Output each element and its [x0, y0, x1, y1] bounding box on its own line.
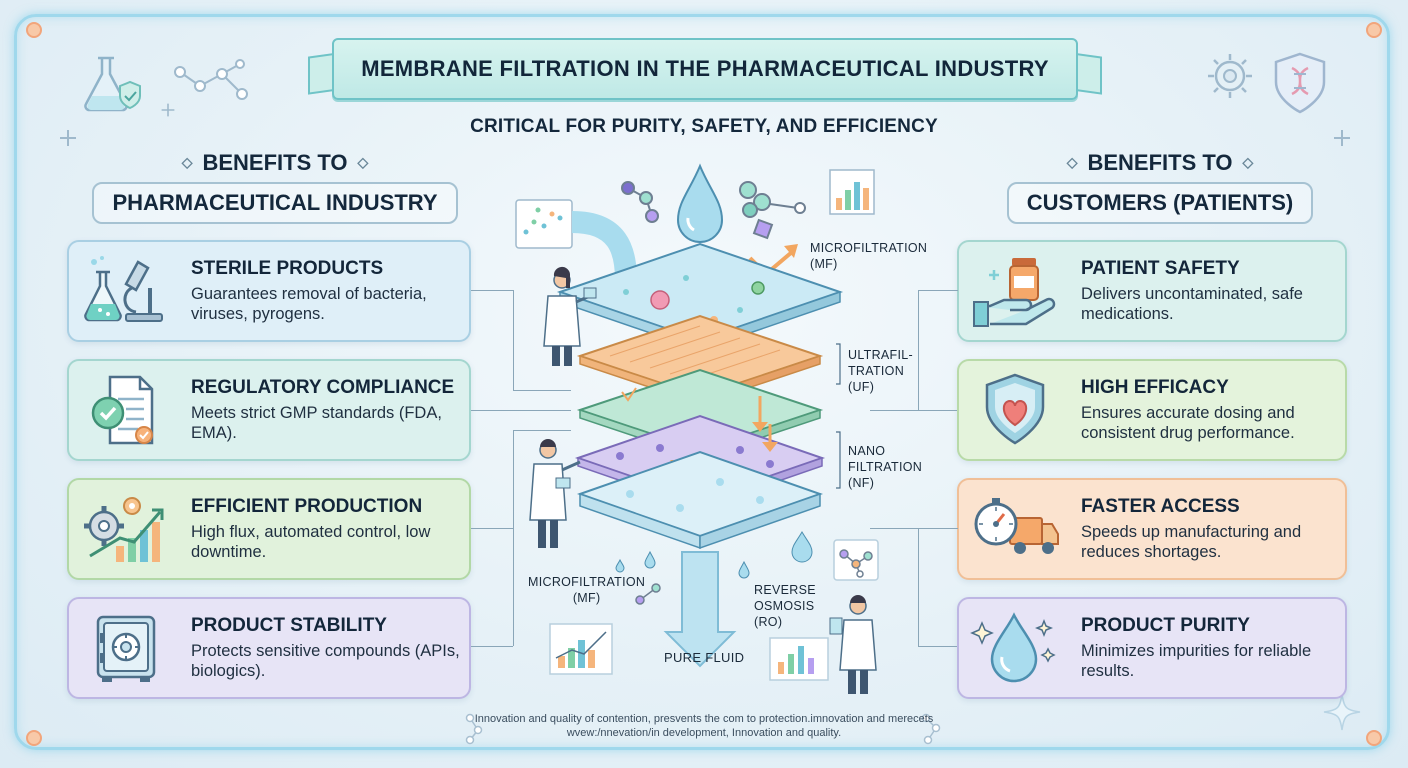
scientist-figure-middle: [529, 439, 581, 548]
diamond-ornament-icon: ◇: [181, 154, 193, 170]
lab-flask-microscope-icon: [79, 251, 171, 331]
card-efficient-production: EFFICIENT PRODUCTION High flux, automate…: [67, 478, 471, 580]
molecule-icon-top-left: [174, 59, 248, 100]
connector-line: [918, 646, 957, 647]
document-checkmark-icon: [79, 370, 171, 450]
virus-gear-icon: [1208, 54, 1252, 98]
label-nanofiltration: NANO FILTRATION (NF): [848, 444, 923, 490]
right-header-line1: BENEFITS TO: [1087, 150, 1233, 175]
card-description: Delivers uncontaminated, safe medication…: [1081, 285, 1303, 323]
card-description: Ensures accurate dosing and consistent d…: [1081, 404, 1295, 442]
card-faster-access: FASTER ACCESS Speeds up manufacturing an…: [957, 478, 1347, 580]
right-header-line2: CUSTOMERS (PATIENTS): [1006, 182, 1314, 224]
corner-dot-top-right: [1366, 22, 1382, 38]
connector-line: [471, 290, 514, 391]
diamond-ornament-icon: ◇: [357, 154, 369, 170]
safe-vault-icon: [79, 608, 171, 688]
membrane-filtration-diagram: [515, 163, 879, 694]
footer-note: Innovation and quality of contention, pr…: [474, 713, 934, 739]
card-description: Guarantees removal of bacteria, viruses,…: [191, 285, 427, 323]
connector-line: [471, 410, 571, 411]
label-microfiltration-bottom: MICROFILTRATION (MF): [528, 575, 646, 605]
gears-growth-chart-icon: [79, 489, 171, 569]
left-column-header: ◇ BENEFITS TO ◇ PHARMACEUTICAL INDUSTRY: [90, 150, 460, 226]
stopwatch-truck-icon: [969, 489, 1061, 569]
flask-shield-icon: [84, 56, 141, 112]
shield-heart-icon: [969, 370, 1061, 450]
connector-line: [471, 646, 513, 647]
page-frame: [14, 14, 1390, 750]
molecule-icon: [621, 181, 659, 223]
card-description: Meets strict GMP standards (FDA, EMA).: [191, 404, 442, 442]
corner-dot-bottom-left: [26, 730, 42, 746]
page-subtitle: CRITICAL FOR PURITY, SAFETY, AND EFFICIE…: [470, 116, 938, 137]
card-title: STERILE PRODUCTS: [191, 258, 384, 279]
card-description: Minimizes impurities for reliable result…: [1081, 642, 1312, 680]
molecule-icon-bottom-right: [921, 713, 941, 745]
card-title: HIGH EFFICACY: [1081, 377, 1229, 398]
scientist-figure-top: [543, 266, 597, 366]
connector-line: [513, 430, 514, 646]
connector-line: [870, 528, 918, 529]
card-sterile-products: STERILE PRODUCTS Guarantees removal of b…: [67, 240, 471, 342]
connector-line: [918, 290, 958, 411]
card-title: PATIENT SAFETY: [1081, 258, 1240, 279]
card-description: Protects sensitive compounds (APIs, biol…: [191, 642, 460, 680]
card-patient-safety: PATIENT SAFETY Delivers uncontaminated, …: [957, 240, 1347, 342]
sparkle-icon-left: [60, 130, 76, 146]
reverse-osmosis-layer: [576, 450, 824, 550]
card-title: PRODUCT PURITY: [1081, 615, 1250, 636]
bar-chart-icon-bottom: [769, 637, 829, 681]
label-reverse-osmosis: REVERSE OSMOSIS (RO): [754, 583, 816, 629]
card-title: PRODUCT STABILITY: [191, 615, 387, 636]
label-ultrafiltration: ULTRAFIL- TRATION (UF): [848, 348, 913, 394]
label-microfiltration-top: MICROFILTRATION (MF): [810, 241, 928, 271]
card-high-efficacy: HIGH EFFICACY Ensures accurate dosing an…: [957, 359, 1347, 461]
connector-line: [918, 528, 958, 647]
sparkle-icon-right: [1334, 130, 1350, 146]
card-title: FASTER ACCESS: [1081, 496, 1240, 517]
label-pure-fluid: PURE FLUID: [664, 650, 745, 665]
card-title: REGULATORY COMPLIANCE: [191, 377, 455, 398]
scientist-figure-bottom: [829, 595, 877, 694]
card-regulatory-compliance: REGULATORY COMPLIANCE Meets strict GMP s…: [67, 359, 471, 461]
left-header-line1: BENEFITS TO: [202, 150, 348, 175]
molecule-icon-bottom-left: [465, 713, 483, 745]
scatter-chart-icon: [515, 199, 573, 249]
corner-dot-bottom-right: [1366, 730, 1382, 746]
line-chart-icon: [549, 623, 613, 675]
corner-dot-top-left: [26, 22, 42, 38]
connector-line: [513, 390, 571, 391]
card-product-stability: PRODUCT STABILITY Protects sensitive com…: [67, 597, 471, 699]
bar-chart-icon: [829, 169, 875, 215]
card-title: EFFICIENT PRODUCTION: [191, 496, 423, 517]
left-header-line2: PHARMACEUTICAL INDUSTRY: [92, 182, 458, 224]
water-drop-sparkle-icon: [969, 608, 1061, 688]
sparkle-star-bottom-right: [1323, 693, 1361, 731]
card-description: High flux, automated control, low downti…: [191, 523, 431, 561]
connector-line: [870, 410, 957, 411]
title-banner: MEMBRANE FILTRATION IN THE PHARMACEUTICA…: [332, 38, 1078, 100]
diamond-ornament-icon: ◇: [1066, 154, 1078, 170]
right-column-header: ◇ BENEFITS TO ◇ CUSTOMERS (PATIENTS): [975, 150, 1345, 226]
dna-shield-icon: [1274, 52, 1326, 114]
hand-medicine-bottle-icon: [969, 251, 1061, 331]
page-title: MEMBRANE FILTRATION IN THE PHARMACEUTICA…: [361, 56, 1049, 81]
connector-line: [513, 430, 571, 431]
card-description: Speeds up manufacturing and reduces shor…: [1081, 523, 1302, 561]
card-product-purity: PRODUCT PURITY Minimizes impurities for …: [957, 597, 1347, 699]
diamond-ornament-icon: ◇: [1242, 154, 1254, 170]
sparkle-icon-left-2: [161, 103, 175, 117]
